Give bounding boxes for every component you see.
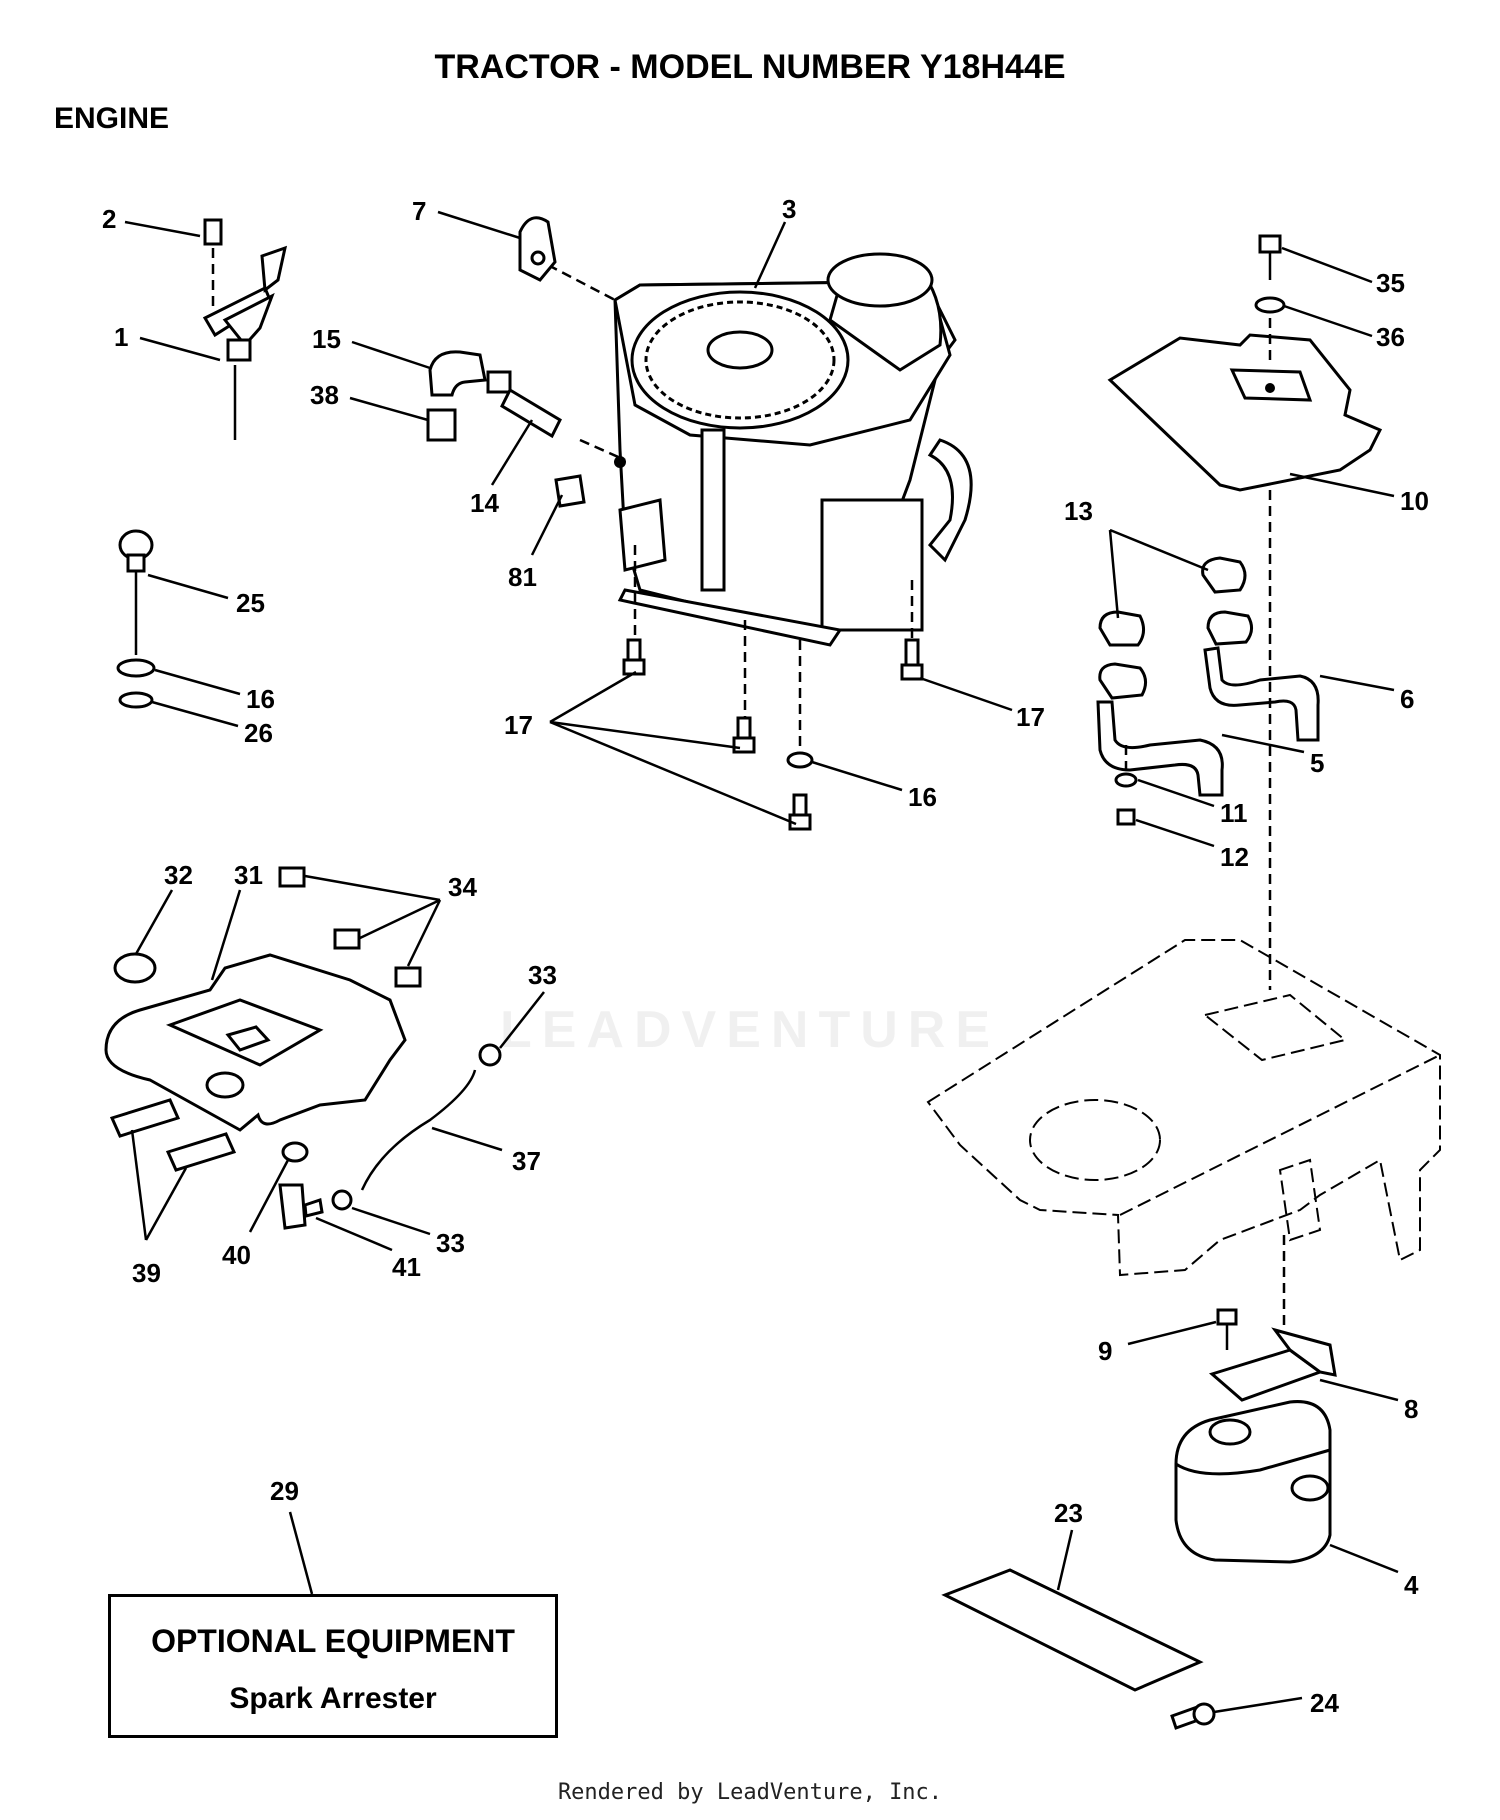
callout-c13: 13 [1064, 496, 1093, 526]
callout-c81: 81 [508, 562, 537, 592]
tractor-frame [926, 490, 1441, 1330]
oil-drain-parts [426, 350, 626, 508]
callout-c15: 15 [312, 324, 341, 354]
optional-equipment-box: OPTIONAL EQUIPMENT Spark Arrester [108, 1594, 558, 1738]
render-credit: Rendered by LeadVenture, Inc. [557, 1780, 943, 1805]
callout-c40: 40 [222, 1240, 251, 1270]
section-heading: ENGINE [54, 102, 170, 135]
callout-c24: 24 [1310, 1688, 1339, 1718]
callout-c29: 29 [270, 1476, 299, 1506]
callout-c34: 34 [448, 872, 477, 902]
callout-c36: 36 [1376, 322, 1405, 352]
deflector-parts [941, 1568, 1216, 1730]
callout-c16b: 16 [908, 782, 937, 812]
fuel-tank-parts [104, 866, 502, 1230]
callout-c39: 39 [132, 1258, 161, 1288]
callout-c41: 41 [392, 1252, 421, 1282]
watermark: LEADVENTURE [499, 1001, 1001, 1059]
callout-c2: 2 [102, 204, 116, 234]
muffler-bracket-parts [1208, 1308, 1337, 1402]
callout-c26: 26 [244, 718, 273, 748]
callout-c12: 12 [1220, 842, 1249, 872]
callout-c8: 8 [1404, 1394, 1418, 1424]
callout-c33b: 33 [436, 1228, 465, 1258]
callout-c14: 14 [470, 488, 499, 518]
callout-c38: 38 [310, 380, 339, 410]
throttle-control-part [202, 218, 288, 440]
callout-c5: 5 [1310, 748, 1324, 778]
callout-c31: 31 [234, 860, 263, 890]
callout-c16a: 16 [246, 684, 275, 714]
callout-c35: 35 [1376, 268, 1405, 298]
engine-mount-bolts [622, 638, 924, 831]
callout-c25: 25 [236, 588, 265, 618]
callout-c3: 3 [782, 194, 796, 224]
exhaust-pipe-parts [1096, 556, 1320, 826]
callout-c11: 11 [1220, 798, 1248, 828]
callout-c4: 4 [1404, 1570, 1419, 1600]
callout-c32: 32 [164, 860, 193, 890]
callout-c9: 9 [1098, 1336, 1112, 1366]
callout-c17a: 17 [504, 710, 533, 740]
diagram-title: TRACTOR - MODEL NUMBER Y18H44E [434, 48, 1066, 86]
muffler-part [1174, 1400, 1332, 1564]
callout-c6: 6 [1400, 684, 1414, 714]
callout-c10: 10 [1400, 486, 1429, 516]
callout-c7: 7 [412, 196, 426, 226]
callout-c33a: 33 [528, 960, 557, 990]
callout-c1: 1 [114, 322, 128, 352]
engine-part [613, 252, 973, 647]
optional-equipment-item: Spark Arrester [229, 1682, 437, 1715]
clamp-part [518, 216, 557, 282]
callout-c37: 37 [512, 1146, 541, 1176]
callout-c23: 23 [1054, 1498, 1083, 1528]
callout-c17b: 17 [1016, 702, 1045, 732]
optional-equipment-heading: OPTIONAL EQUIPMENT [151, 1623, 515, 1659]
heat-shield-parts [1107, 234, 1383, 492]
knob-parts [116, 529, 156, 709]
